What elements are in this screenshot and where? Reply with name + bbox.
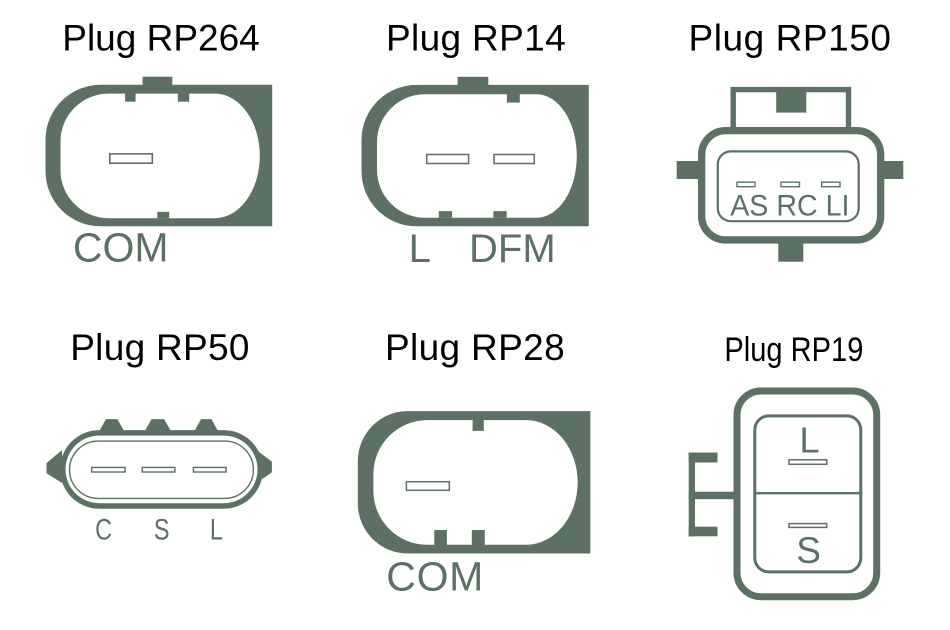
svg-text:Plug RP19: Plug RP19 bbox=[724, 330, 863, 369]
svg-text:L: L bbox=[409, 227, 431, 271]
svg-text:Plug RP50: Plug RP50 bbox=[70, 327, 250, 368]
svg-text:Plug RP28: Plug RP28 bbox=[385, 327, 565, 368]
svg-text:Plug RP14: Plug RP14 bbox=[386, 17, 566, 58]
svg-text:L: L bbox=[799, 420, 819, 461]
svg-text:S: S bbox=[796, 530, 821, 571]
svg-text:COM: COM bbox=[386, 554, 483, 600]
svg-text:COM: COM bbox=[73, 225, 169, 271]
svg-text:Plug RP264: Plug RP264 bbox=[62, 17, 259, 58]
svg-text:DFM: DFM bbox=[469, 227, 556, 271]
svg-text:Plug RP150: Plug RP150 bbox=[689, 17, 892, 58]
svg-text:C: C bbox=[95, 513, 112, 546]
svg-text:L: L bbox=[210, 513, 223, 546]
svg-text:AS RC LI: AS RC LI bbox=[730, 189, 849, 222]
svg-text:S: S bbox=[154, 513, 170, 546]
